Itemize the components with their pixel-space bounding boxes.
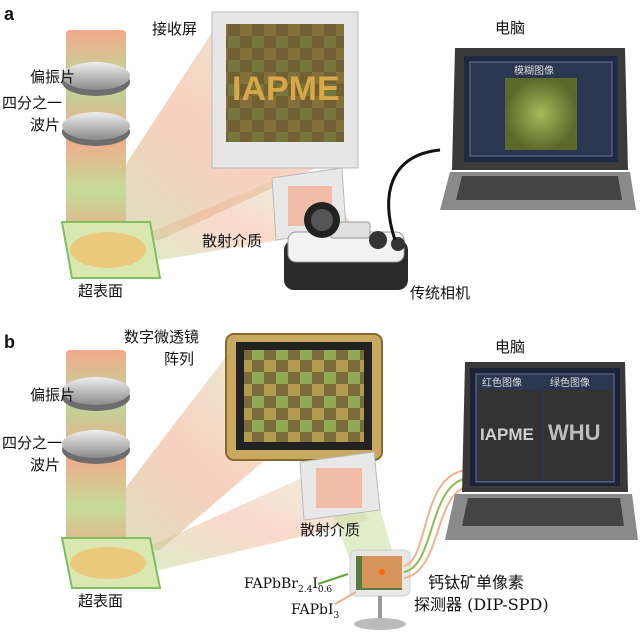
panel-b-scatter-label: 散射介质 <box>300 521 360 539</box>
panel-a-laptop <box>440 48 636 210</box>
panel-b-qwp-label-1: 四分之一 <box>2 434 62 452</box>
green-image-content: WHU <box>548 420 601 445</box>
dmd-label-1: 数字微透镜 <box>124 328 199 346</box>
screen-image-text: IAPME <box>232 70 340 108</box>
panel-a-metasurface-label: 超表面 <box>78 282 123 300</box>
panel-a-polarizer <box>62 62 130 96</box>
panel-b-polarizer-label: 偏振片 <box>30 386 75 404</box>
panel-b-metasurface-label: 超表面 <box>78 592 123 610</box>
camera-label: 传统相机 <box>410 284 470 302</box>
panel-b-metasurface <box>60 537 162 589</box>
detector-label-2: 探测器 (DIP-SPD) <box>414 595 549 614</box>
digital-micromirror-array <box>225 333 383 461</box>
receiving-screen-label: 接收屏 <box>152 20 197 38</box>
material-bottom-label: FAPbI3 <box>291 602 340 621</box>
perovskite-detector <box>349 549 411 630</box>
panel-a-quarter-wave-plate <box>62 112 130 146</box>
red-image-title: 红色图像 <box>482 376 522 389</box>
detector-label-1: 钙钛矿单像素 <box>428 573 524 592</box>
panel-b-quarter-wave-plate <box>62 430 130 464</box>
panel-a-qwp-label-1: 四分之一 <box>2 94 62 112</box>
panel-a-qwp-label-2: 波片 <box>30 116 60 134</box>
panel-b-computer-label: 电脑 <box>495 338 525 356</box>
green-image-title: 绿色图像 <box>550 376 590 389</box>
receiving-screen: IAPME <box>211 11 359 169</box>
detector-wires <box>403 469 471 579</box>
panel-a-computer-label: 电脑 <box>495 19 525 37</box>
red-image-content: IAPME <box>480 425 534 444</box>
panel-b-qwp-label-2: 波片 <box>30 456 60 474</box>
camera-cable <box>387 148 441 241</box>
arrow-to-iodide-layer <box>334 591 357 605</box>
arrow-to-bromide-layer <box>317 573 349 585</box>
panel-b-laptop <box>445 362 638 540</box>
laptop-window-title: 模糊图像 <box>514 64 554 77</box>
panel-b-scattering-medium <box>299 451 381 521</box>
panel-b-label: b <box>4 332 15 352</box>
panel-a-polarizer-label: 偏振片 <box>30 68 75 86</box>
panel-b-polarizer <box>62 377 130 411</box>
panel-a-label: a <box>4 4 15 24</box>
material-top-label: FAPbBr2.4I0.6 <box>244 576 332 595</box>
panel-a-scatter-label: 散射介质 <box>202 232 262 250</box>
dmd-label-2: 阵列 <box>164 350 194 368</box>
camera-icon <box>284 202 408 290</box>
panel-a-metasurface <box>60 221 162 279</box>
